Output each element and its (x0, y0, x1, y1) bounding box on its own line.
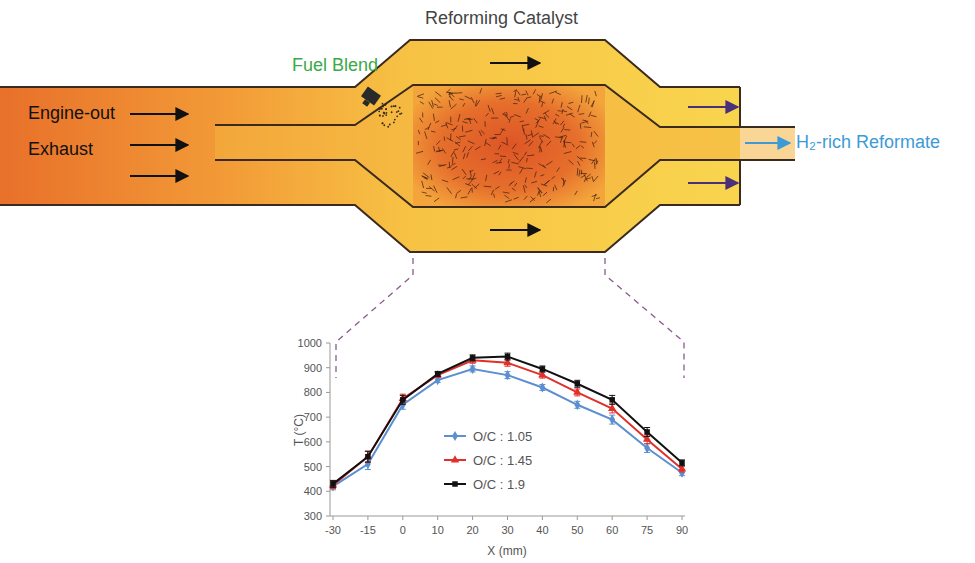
tick-mark (326, 466, 330, 467)
tick-mark (542, 516, 543, 520)
tick-label: 30 (501, 524, 513, 537)
legend-swatch (443, 427, 467, 445)
tick-label: -30 (325, 524, 341, 537)
tick-mark (326, 441, 330, 442)
fuel-spray (378, 103, 402, 128)
legend-entry: O/C : 1.9 (443, 475, 525, 493)
tick-label: 600 (304, 436, 322, 449)
tick-label: 40 (536, 524, 548, 537)
legend-swatch (443, 475, 467, 493)
housing-wall (0, 40, 740, 87)
tick-label: 0 (400, 524, 406, 537)
housing-wall (739, 87, 741, 127)
tick-label: 1000 (298, 337, 322, 350)
tick-label: 50 (571, 524, 583, 537)
axis-title: X (mm) (487, 545, 526, 559)
tick-mark (326, 491, 330, 492)
fuel-injector (358, 86, 381, 109)
tick-mark (326, 417, 330, 418)
tick-label: 500 (304, 460, 322, 473)
housing-wall (739, 160, 741, 205)
tick-label: 20 (466, 524, 478, 537)
tick-label: 800 (304, 386, 322, 399)
tick-mark (367, 516, 368, 520)
data-series (330, 364, 685, 492)
tick-label: 60 (606, 524, 618, 537)
tick-mark (333, 516, 334, 520)
data-series (329, 355, 686, 488)
catalyst-bed (413, 85, 605, 207)
tick-label: 400 (304, 485, 322, 498)
tick-mark (577, 516, 578, 520)
tick-label: 10 (432, 524, 444, 537)
tube-wall (215, 85, 795, 127)
tick-mark (326, 343, 330, 344)
tick-mark (326, 392, 330, 393)
tick-label: 700 (304, 411, 322, 424)
zoom-bracket (336, 258, 684, 378)
tube-wall (215, 160, 795, 207)
tick-mark (326, 367, 330, 368)
legend-entry: O/C : 1.05 (443, 427, 532, 445)
component-label: Reforming Catalyst (425, 8, 578, 29)
tick-label: -15 (360, 524, 376, 537)
legend-label: O/C : 1.9 (473, 477, 525, 492)
tick-mark (647, 516, 648, 520)
tick-label: 90 (676, 524, 688, 537)
legend-label: O/C : 1.05 (473, 429, 532, 444)
tick-mark (326, 516, 330, 517)
legend-label: O/C : 1.45 (473, 453, 532, 468)
flow-arrows (130, 63, 790, 230)
tick-mark (682, 516, 683, 520)
tick-label: 900 (304, 361, 322, 374)
tick-mark (612, 516, 613, 520)
output-label: H₂-rich Reformate (796, 132, 940, 153)
tick-mark (402, 516, 403, 520)
tick-label: 300 (304, 510, 322, 523)
catalyst-texture (416, 88, 600, 203)
tick-mark (472, 516, 473, 520)
housing-wall (0, 205, 740, 252)
input-label: Engine-out Exhaust (28, 95, 136, 167)
tick-mark (507, 516, 508, 520)
legend-swatch (443, 451, 467, 469)
input-label: Fuel Blend (292, 55, 378, 76)
legend-entry: O/C : 1.45 (443, 451, 532, 469)
data-series (330, 353, 685, 487)
reformer-tube (215, 85, 795, 207)
tick-mark (437, 516, 438, 520)
tick-label: 75 (641, 524, 653, 537)
